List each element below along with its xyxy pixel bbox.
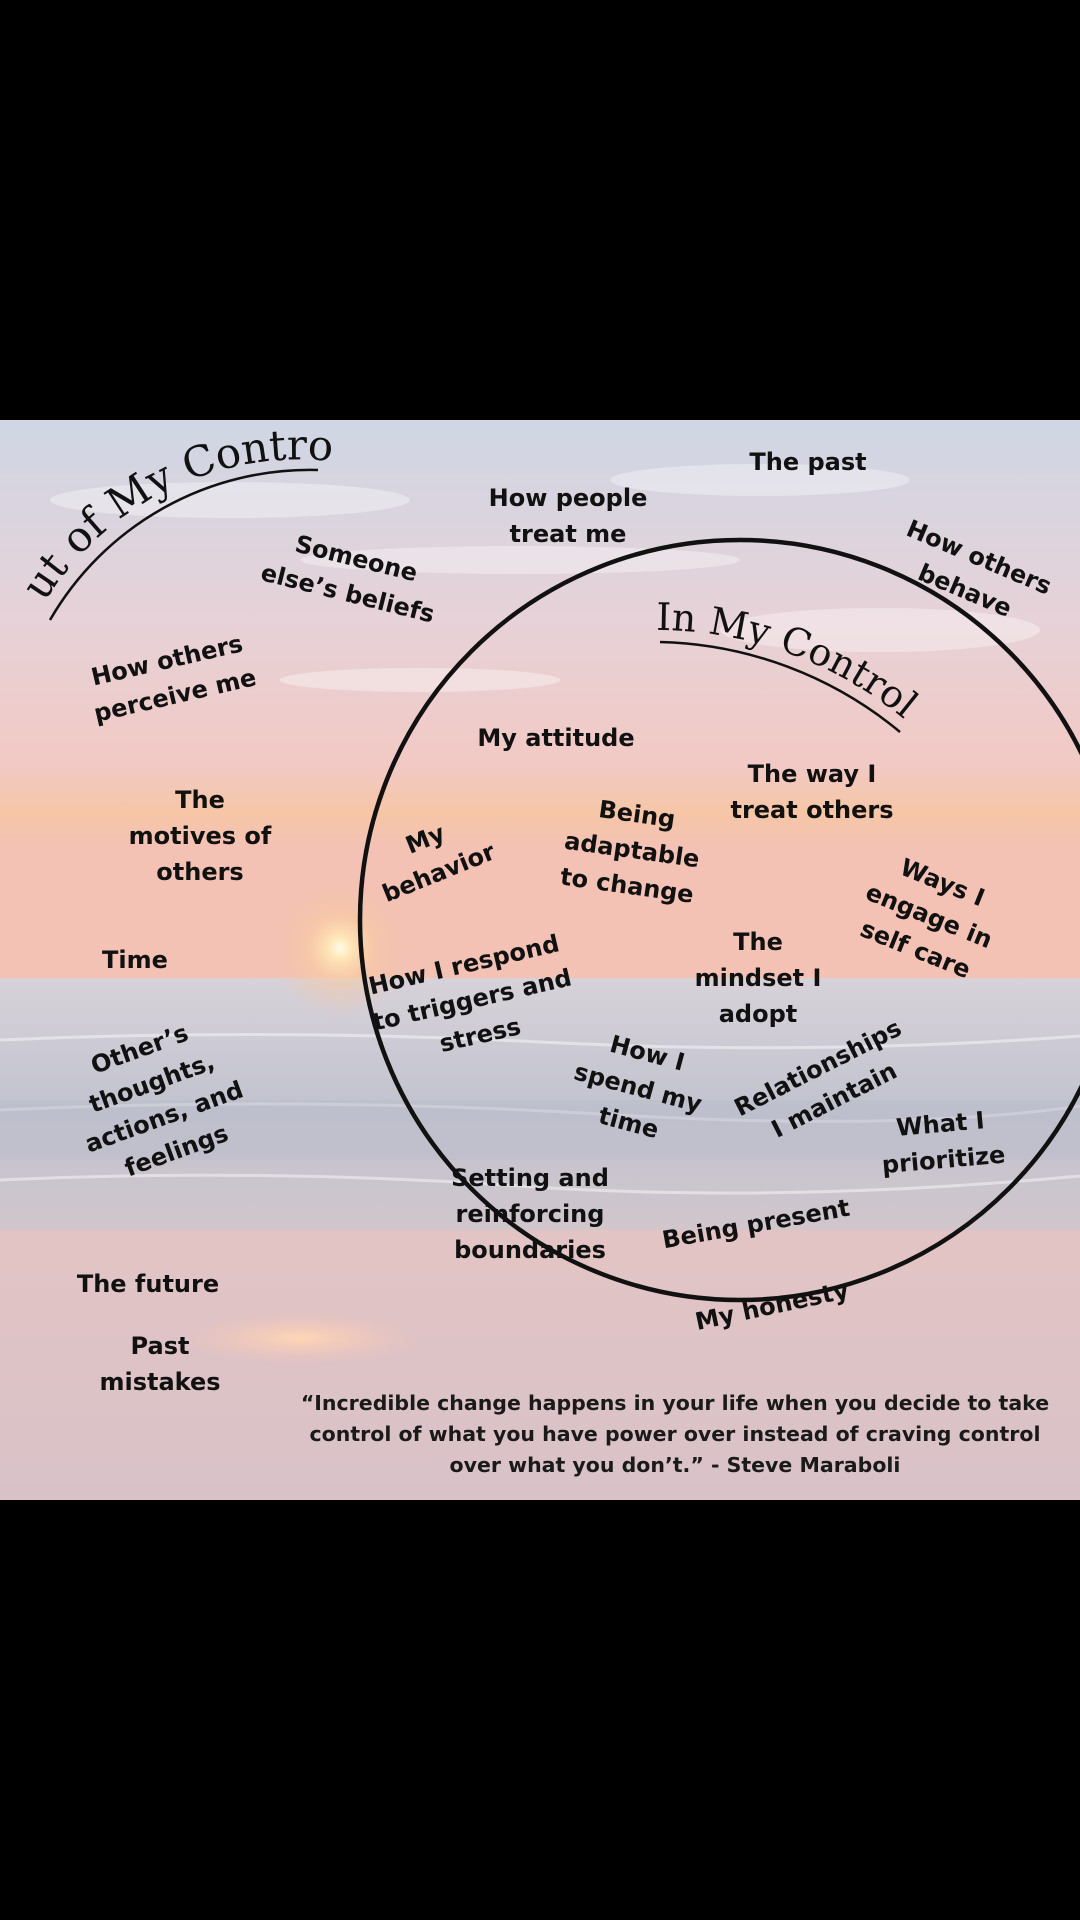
sun-reflection	[180, 1312, 420, 1364]
item-the-future: The future	[76, 1270, 220, 1298]
item-my-behavior: My behavior	[378, 818, 500, 908]
item-how-people-treat-me: How people treat me	[488, 484, 648, 548]
item-the-past: The past	[749, 448, 867, 476]
in-control-circle	[357, 537, 1080, 1303]
in-control-title-underline	[659, 640, 901, 733]
item-time: Time	[102, 946, 168, 974]
item-the-way-i-treat-others: The way I treat others	[730, 760, 894, 824]
clouds	[50, 464, 1040, 692]
item-past-mistakes: Past mistakes	[99, 1332, 221, 1396]
labels-layer: The past How people treat me How others …	[0, 420, 1080, 1500]
item-motives-of-others: The motives of others	[128, 786, 272, 886]
item-how-i-spend-my-time: How I spend my time	[571, 1029, 705, 1145]
item-ways-i-engage-in-self-care: Ways I engage in self care	[856, 853, 997, 985]
item-how-others-behave: How others behave	[902, 514, 1056, 623]
item-others-thoughts-actions-feelings: Other’s thoughts, actions, and feelings	[81, 1018, 247, 1183]
item-setting-reinforcing-boundaries: Setting and reinforcing boundaries	[451, 1164, 609, 1264]
item-how-others-perceive-me: How others perceive me	[88, 629, 259, 728]
quote-text: “Incredible change happens in your life …	[300, 1391, 1050, 1477]
item-being-adaptable-to-change: Being adaptable to change	[558, 795, 702, 909]
out-of-control-title-underline	[48, 468, 319, 621]
item-being-present: Being present	[660, 1193, 852, 1255]
item-what-i-prioritize: What I prioritize	[880, 1106, 1007, 1180]
sunset-beach-background: Out of My Control In My Control	[0, 420, 1080, 1500]
item-the-mindset-i-adopt: The mindset I adopt	[694, 928, 822, 1028]
item-my-honesty: My honesty	[692, 1276, 852, 1336]
item-my-attitude: My attitude	[477, 724, 635, 752]
control-circle-poster: Out of My Control In My Control The past…	[0, 420, 1080, 1500]
sun	[270, 878, 410, 1018]
